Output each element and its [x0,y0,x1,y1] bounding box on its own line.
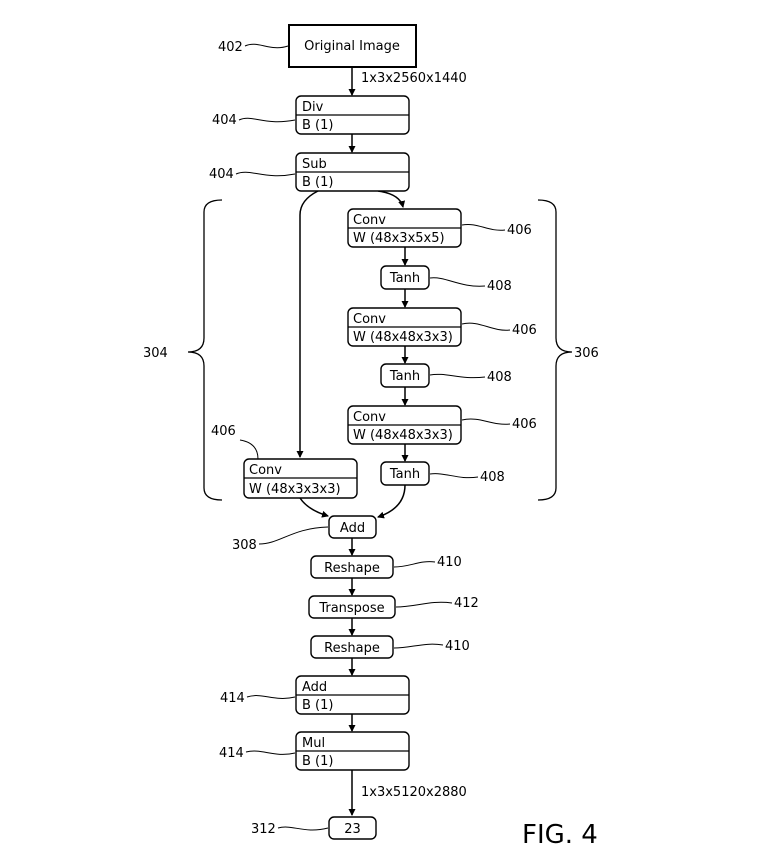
ref-312-output: 312 [251,822,276,837]
node-output-label: 23 [344,822,361,837]
node-add-1-label: Add [340,521,365,536]
brace-left [187,199,223,501]
ref-404-sub: 404 [209,167,234,182]
node-reshape-1: Reshape [310,555,394,579]
node-tanh-2-label: Tanh [389,369,420,384]
node-div-sub: B (1) [302,118,333,133]
edges [296,67,409,816]
node-mul: Mul B (1) [295,731,410,771]
node-conv-1-label: Conv [353,213,386,228]
node-conv-left: Conv W (48x3x3x3) [243,458,358,499]
node-conv-2-label: Conv [353,312,386,327]
node-add-2-label: Add [302,680,327,695]
node-sub: Sub B (1) [295,152,410,192]
edge-sub-to-conv1 [377,190,406,208]
node-add-1: Add [328,515,377,539]
node-output: 23 [328,816,377,840]
ref-406-conv3: 406 [512,417,537,432]
node-tanh-3-label: Tanh [389,467,420,482]
node-original-image-label: Original Image [304,39,400,54]
node-conv-3-sub: W (48x48x3x3) [353,428,453,443]
node-conv-2: Conv W (48x48x3x3) [347,307,462,347]
output-shape-label: 1x3x5120x2880 [361,785,467,800]
ref-408-tanh1: 408 [487,279,512,294]
ref-414-mul: 414 [219,746,244,761]
node-div: Div B (1) [295,95,410,135]
edge-tanh3-to-add [377,484,406,519]
edge-conv-left-to-add [299,497,329,518]
brace-right [537,199,573,501]
edge-sub-to-conv-left [296,190,319,458]
node-conv-3-label: Conv [353,410,386,425]
brace-left-ref: 304 [143,346,168,361]
figure-label: FIG. 4 [522,820,598,850]
node-tanh-1: Tanh [380,265,430,290]
node-conv-3: Conv W (48x48x3x3) [347,405,462,445]
node-conv-1: Conv W (48x3x5x5) [347,208,462,248]
node-reshape-2: Reshape [310,635,394,659]
brace-right-ref: 306 [574,346,599,361]
ref-402: 402 [218,40,243,55]
node-conv-left-label: Conv [249,463,282,478]
ref-404-div: 404 [212,113,237,128]
node-tanh-1-label: Tanh [389,271,420,286]
node-reshape-1-label: Reshape [324,561,380,576]
ref-308-add: 308 [232,538,257,553]
node-tanh-2: Tanh [380,363,430,388]
input-shape-label: 1x3x2560x1440 [361,71,467,86]
ref-410-reshape2: 410 [445,639,470,654]
node-mul-label: Mul [302,736,325,751]
node-mul-sub: B (1) [302,754,333,769]
node-sub-label: Sub [302,157,327,172]
ref-412-transpose: 412 [454,596,479,611]
node-original-image: Original Image [288,24,417,68]
ref-408-tanh3: 408 [480,470,505,485]
node-div-label: Div [302,100,324,115]
node-add-2-sub: B (1) [302,698,333,713]
node-transpose-label: Transpose [318,601,384,616]
ref-406-conv2: 406 [512,323,537,338]
ref-408-tanh2: 408 [487,370,512,385]
node-conv-1-sub: W (48x3x5x5) [353,231,445,246]
node-tanh-3: Tanh [380,461,430,486]
node-transpose: Transpose [308,595,396,619]
ref-406-conv-left: 406 [211,424,236,439]
reference-numerals: 402 404 404 406 408 406 408 406 408 406 … [209,40,537,837]
ref-406-conv1: 406 [507,223,532,238]
node-conv-left-sub: W (48x3x3x3) [249,482,341,497]
node-sub-sub: B (1) [302,175,333,190]
node-reshape-2-label: Reshape [324,641,380,656]
ref-410-reshape1: 410 [437,555,462,570]
node-conv-2-sub: W (48x48x3x3) [353,330,453,345]
ref-414-add2: 414 [220,691,245,706]
node-add-2: Add B (1) [295,675,410,715]
